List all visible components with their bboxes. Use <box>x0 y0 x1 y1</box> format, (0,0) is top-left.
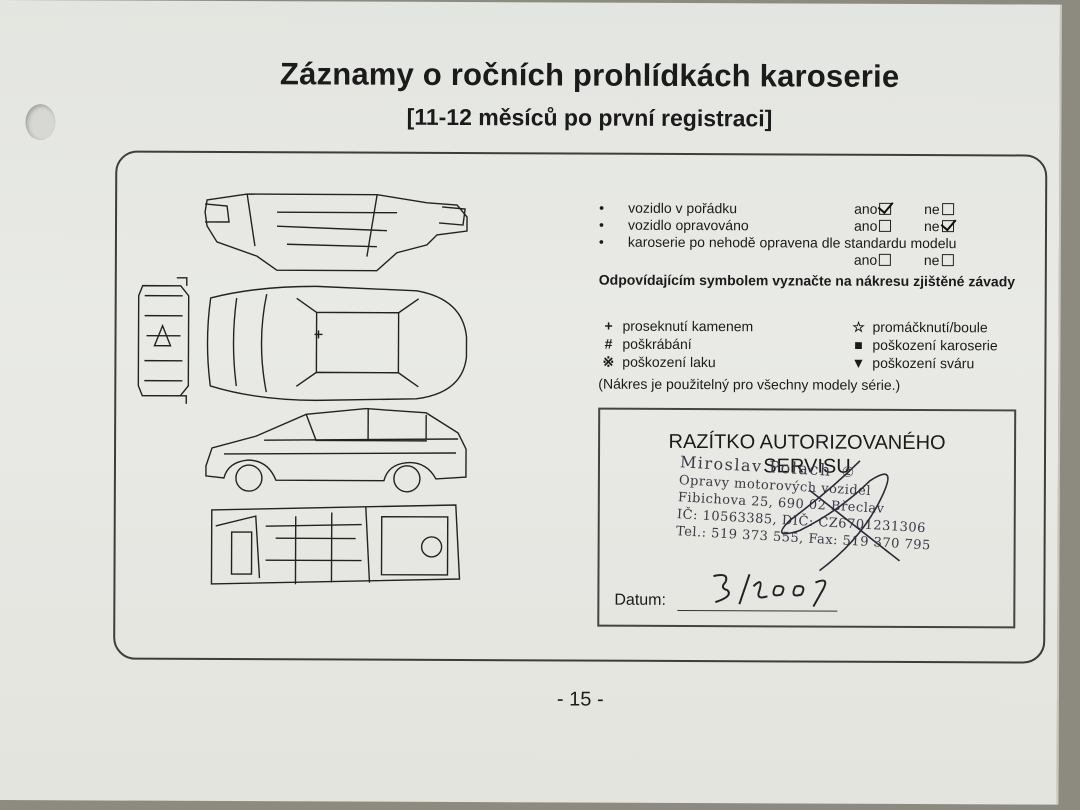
legend-item: ■ poškození karoserie <box>854 336 998 354</box>
car-top-view <box>206 285 468 402</box>
ne-checkbox[interactable] <box>941 220 954 233</box>
car-side-view <box>205 407 467 493</box>
datum-label: Datum: <box>614 591 667 609</box>
stamp-logo-icon: ② <box>841 464 857 482</box>
car-underbody-view <box>210 504 461 585</box>
checklist-row-answers: ano ne <box>599 251 999 270</box>
checklist-row: • vozidlo v pořádku ano ne <box>599 200 999 219</box>
page-number: - 15 - <box>556 688 604 711</box>
legend-item: ☆ promáčknutí/boule <box>852 318 988 336</box>
handwritten-date <box>713 573 827 608</box>
marking-instruction: Odpovídajícím symbolem vyznačte na nákre… <box>598 271 1016 290</box>
ne-checkbox[interactable] <box>941 254 954 267</box>
page-title: Záznamy o ročních prohlídkách karoserie <box>279 56 900 94</box>
legend-item: + proseknutí kamenem <box>604 317 754 335</box>
checklist-row: • karoserie po nehodě opravena dle stand… <box>598 233 957 252</box>
checklist-row: • vozidlo opravováno ano ne <box>599 217 999 236</box>
manual-page: Záznamy o ročních prohlídkách karoserie … <box>0 0 1062 805</box>
diagram-note: (Nákres je použitelný pro všechny modely… <box>598 375 901 393</box>
car-diagram <box>135 186 546 599</box>
car-front-view <box>137 277 190 404</box>
ne-checkbox[interactable] <box>941 203 954 216</box>
page-subtitle: [11-12 měsíců po první registraci] <box>406 103 773 132</box>
legend-item: ※ poškození laku <box>602 353 716 371</box>
ano-checkbox[interactable] <box>879 219 892 232</box>
service-stamp-box: RAZÍTKO AUTORIZOVANÉHO SERVISU Miroslav … <box>597 407 1017 629</box>
inspection-checklist: • vozidlo v pořádku ano ne • vozidlo opr… <box>599 200 999 270</box>
ano-checkbox[interactable] <box>879 253 892 266</box>
car-top-unfolded-view <box>204 193 468 272</box>
car-outline-drawing <box>137 193 546 585</box>
legend-item: # poškrábání <box>604 335 692 353</box>
ano-checkbox[interactable] <box>879 202 892 215</box>
legend-item: ▼ poškození sváru <box>851 354 975 372</box>
